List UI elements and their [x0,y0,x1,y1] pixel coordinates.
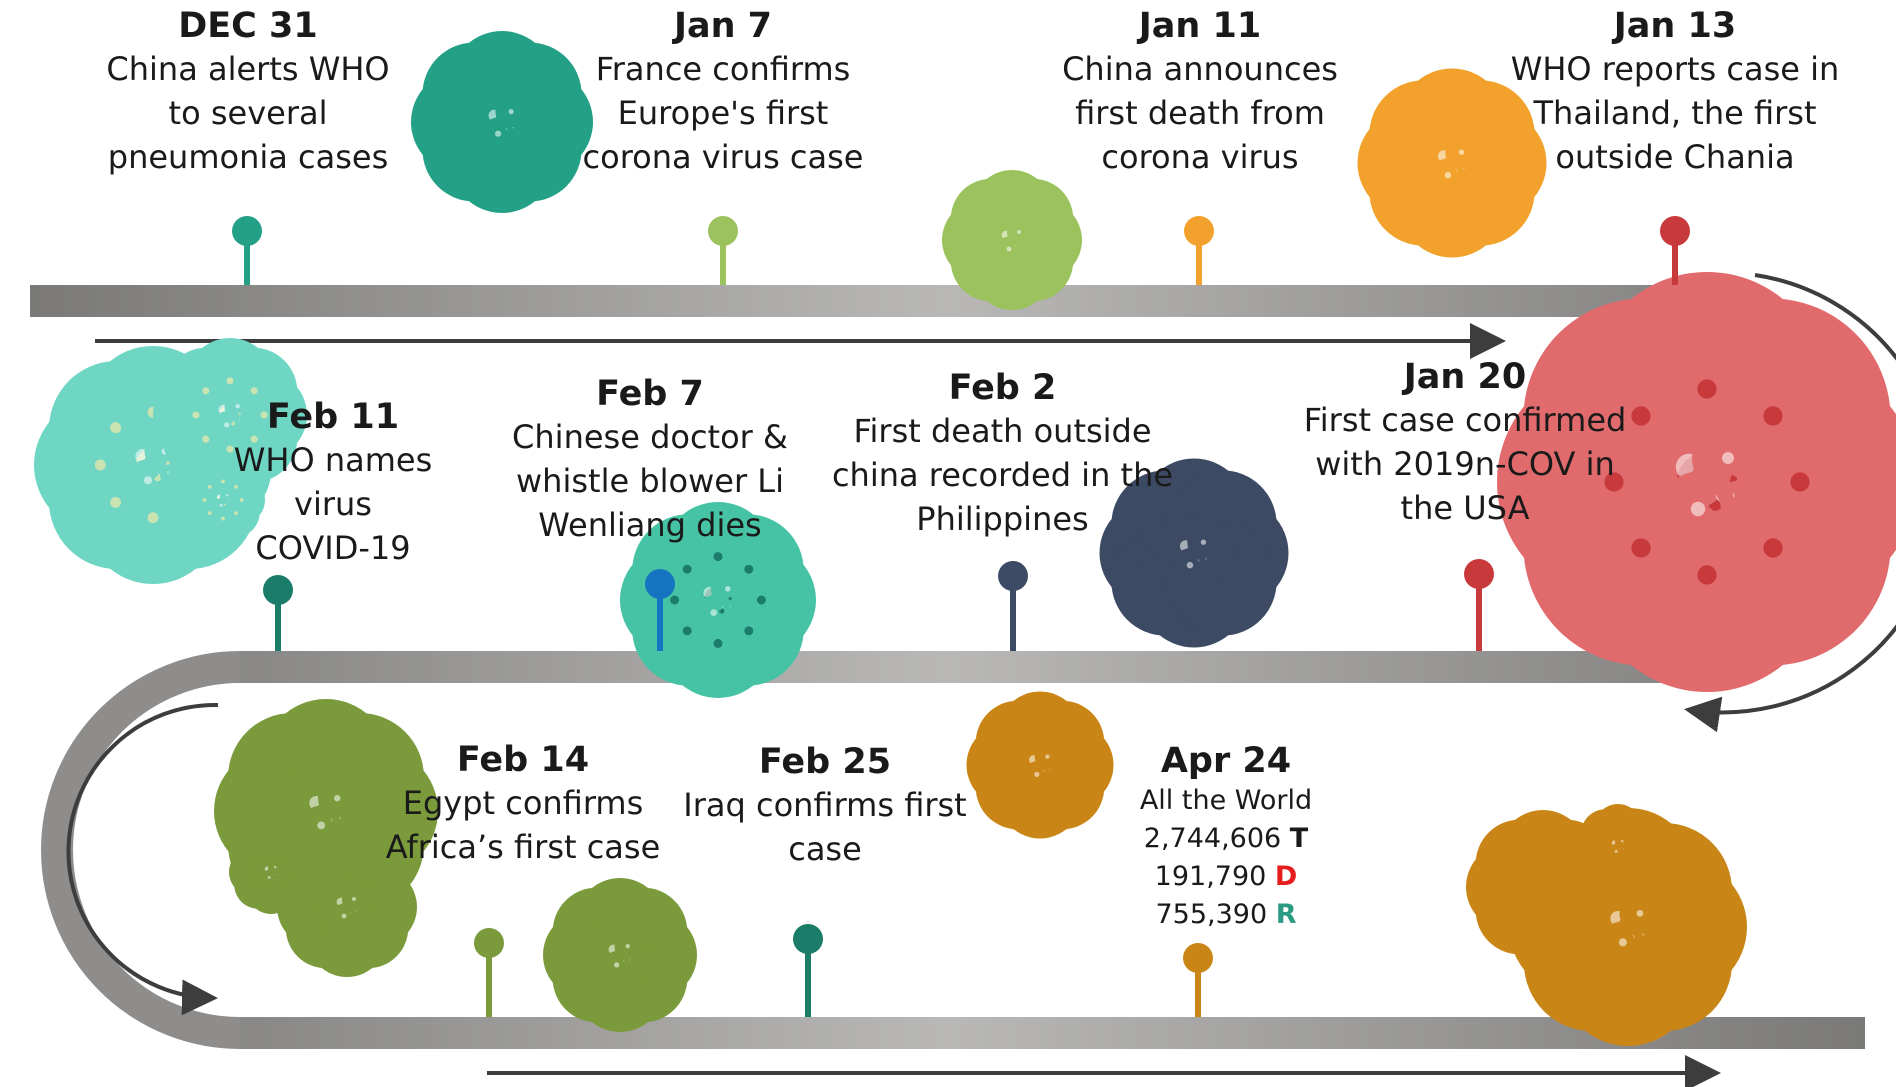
virus-icon-darkteal [670,552,766,648]
event-pin-head [1183,943,1213,973]
virus-icon-orange-top [1406,117,1498,209]
event-date: Jan 20 [1403,357,1527,397]
recovered-marker: R [1275,899,1297,930]
event-pin [708,216,738,285]
event-pin [263,575,293,651]
event-date: Feb 14 [456,740,590,780]
world-stats-deaths: 191,790 D [1154,861,1298,892]
event-dec31: DEC 31 China alerts WHO to several pneum… [68,5,428,179]
event-pin [793,924,823,1017]
event-pin-head [474,928,504,958]
world-stats-total: 2,744,606 T [1143,823,1309,854]
direction-arrow-left-curve [66,702,219,1016]
event-date: Jan 11 [1138,6,1262,46]
event-jan20: Jan 20 First case confirmed with 2019n-C… [1290,356,1640,530]
virus-icon-green-top [978,206,1046,274]
event-pin [474,928,504,1017]
event-feb25: Feb 25 Iraq confirms first case [675,741,975,871]
event-pin-head [1464,559,1494,589]
event-pin [998,561,1028,651]
event-jan11: Jan 11 China announces first death from … [1040,5,1360,179]
event-pin-head [998,561,1028,591]
event-date: Jan 13 [1613,6,1737,46]
event-date: Feb 25 [758,742,892,782]
event-description: China announces first death from corona … [1062,50,1338,176]
event-pin [1184,216,1214,285]
total-marker: T [1289,823,1309,854]
event-description: Iraq confirms first case [683,786,967,868]
world-stats-label: All the World [1139,785,1313,816]
event-jan7: Jan 7 France confirms Europe's first cor… [568,5,878,179]
virus-icon-olive-tiny [250,851,291,892]
event-feb14: Feb 14 Egypt confirms Africa’s first cas… [383,739,663,869]
event-pins [232,216,1690,1017]
event-date: DEC 31 [178,6,318,46]
virus-icon-amber-mid [1004,729,1076,801]
event-description: China alerts WHO to several pneumonia ca… [106,50,390,176]
event-jan13: Jan 13 WHO reports case in Thailand, the… [1500,5,1850,179]
event-pin-head [1184,216,1214,246]
event-pin-head [263,575,293,605]
event-apr24: Apr 24 All the World 2,744,606 T 191,790… [1116,740,1336,934]
event-pin [1183,943,1213,1017]
event-description: WHO reports case in Thailand, the first … [1510,50,1840,176]
virus-icon-amber-right-c [1597,825,1638,866]
world-stats-recovered: 755,390 R [1155,899,1297,930]
virus-icon-teal-top [458,78,547,167]
event-date: Jan 7 [673,6,773,46]
event-pin-head [232,216,262,246]
event-feb2: Feb 2 First death outside china recorded… [830,367,1175,541]
event-feb7: Feb 7 Chinese doctor & whistle blower Li… [490,373,810,547]
event-pin-head [708,216,738,246]
event-description: Egypt confirms Africa’s first case [385,784,661,866]
event-date: Apr 24 [1160,741,1292,781]
event-feb11: Feb 11 WHO names virus COVID-19 [192,396,474,570]
event-description: France confirms Europe's first corona vi… [582,50,864,176]
event-description: First case confirmed with 2019n-COV in t… [1303,401,1627,527]
event-pin [1464,559,1494,651]
event-pin [1660,216,1690,285]
event-pin [645,569,675,651]
event-description: WHO names virus COVID-19 [233,441,433,567]
event-pin-head [793,924,823,954]
virus-icon-olive-bottom [582,917,657,992]
event-pin [232,216,262,285]
event-date: Feb 7 [596,374,704,414]
event-description: Chinese doctor & whistle blower Li Wenli… [512,418,788,544]
deaths-marker: D [1274,861,1298,892]
event-description: First death outside china recorded in th… [831,412,1174,538]
event-pin-head [1660,216,1690,246]
event-date: Feb 2 [948,368,1057,408]
event-pin-head [645,569,675,599]
direction-arrow-right-curve [1684,273,1896,733]
virus-icon-olive-small [313,873,381,941]
virus-icon-amber-right-b [1570,869,1686,985]
event-date: Feb 11 [266,397,400,437]
